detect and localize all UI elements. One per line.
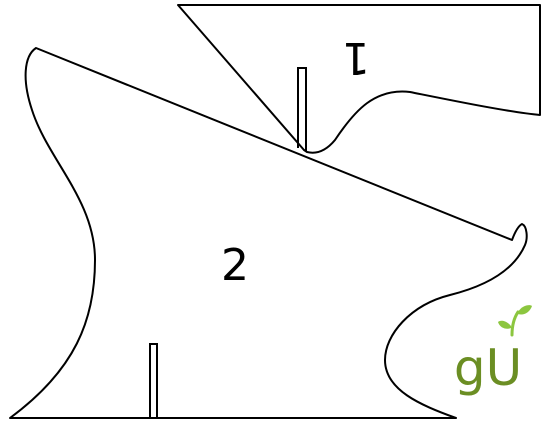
piece-1-label: 1 [342, 32, 370, 83]
brand-logo: gU [454, 305, 532, 397]
piece-2-slot [149, 343, 158, 418]
piece-1-outline [177, 4, 541, 154]
logo-text: gU [454, 339, 522, 397]
piece-1: 1 [177, 4, 541, 154]
piece-2: 2 [9, 47, 528, 419]
piece-2-outline [9, 47, 528, 419]
sprout-icon [498, 305, 532, 337]
piece-1-slot [297, 67, 307, 152]
piece-2-label: 2 [221, 240, 249, 291]
